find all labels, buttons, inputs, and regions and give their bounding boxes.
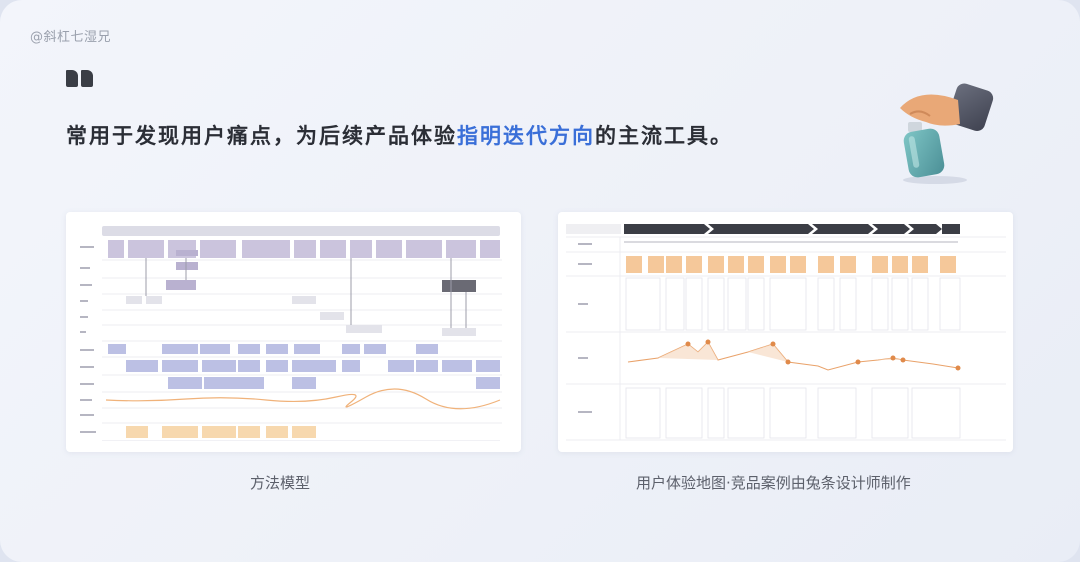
journey-map-panel (558, 212, 1013, 452)
headline-text-before: 常用于发现用户痛点，为后续产品体验 (66, 124, 457, 148)
method-model-diagram (80, 226, 502, 441)
headline-highlight: 指明迭代方向 (457, 124, 595, 148)
method-model-panel (66, 212, 521, 452)
method-model-caption: 方法模型 (250, 474, 311, 492)
watermark: @斜杠七湿兄 (30, 30, 112, 45)
journey-map-caption: 用户体验地图·竞品案例由兔条设计师制作 (636, 474, 911, 492)
headline: 常用于发现用户痛点，为后续产品体验指明迭代方向的主流工具。 (66, 120, 733, 150)
headline-text-after: 的主流工具。 (595, 124, 733, 148)
quote-mark-icon (66, 70, 96, 90)
hand-holding-spray-bottle-icon (900, 83, 994, 184)
journey-map-diagram (566, 224, 1006, 441)
